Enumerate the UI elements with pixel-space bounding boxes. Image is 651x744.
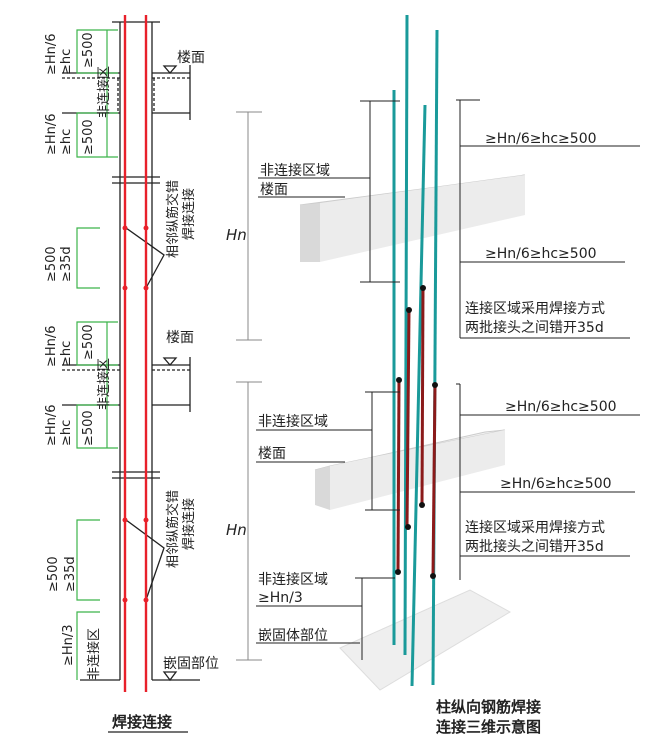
embed-label: 嵌固体部位 <box>258 628 328 644</box>
dim-label: ≥Hn/3 <box>258 590 303 606</box>
dim-label: ≥hc <box>59 420 74 446</box>
dim-label: ≥Hn/6≥hc≥500 <box>500 476 612 492</box>
weld-note: 连接区域采用焊接方式 <box>465 519 605 536</box>
non-connection-zone-label: 非连接区域 <box>260 162 330 179</box>
non-connection-zone-label: 非连接区 <box>96 66 112 118</box>
dim-label: ≥500 <box>81 324 96 360</box>
break-symbol <box>112 176 160 479</box>
left-labels: ≥Hn/6 ≥hc ≥500 非连接区 ≥Hn/6 ≥hc ≥500 楼面 ≥5… <box>44 32 219 731</box>
dim-label: ≥35d <box>59 246 74 282</box>
weld-note: 焊接连接 <box>181 188 197 240</box>
left-title: 焊接连接 <box>112 713 172 731</box>
non-connection-zone-label: 非连接区 <box>86 628 102 680</box>
weld-note: 相邻纵筋交错 <box>165 490 181 568</box>
floor-label: 楼面 <box>166 330 194 346</box>
hn-label: Hn <box>226 521 247 539</box>
left-elevation <box>62 21 200 733</box>
floor-label: 楼面 <box>258 446 286 462</box>
dim-label: ≥500 <box>81 410 96 446</box>
dim-label: ≥35d <box>63 556 78 592</box>
non-connection-zone-label: 非连接区 <box>96 358 112 410</box>
weld-note: 两批接头之间错开35d <box>465 319 604 336</box>
weld-note: 焊接连接 <box>181 498 197 550</box>
leader-lines <box>256 99 640 660</box>
dim-label: ≥hc <box>59 341 74 367</box>
dim-label: ≥Hn/6 <box>44 113 59 155</box>
right-title: 连接三维示意图 <box>436 718 541 736</box>
dim-label: ≥hc <box>59 49 74 75</box>
dim-label: ≥hc <box>59 129 74 155</box>
rebars-left <box>123 15 148 692</box>
dim-label: ≥Hn/6≥hc≥500 <box>485 246 597 262</box>
dim-label: ≥Hn/6 <box>44 33 59 75</box>
weld-points-left <box>122 225 149 603</box>
dim-label: ≥Hn/6≥hc≥500 <box>505 399 617 415</box>
weld-note: 连接区域采用焊接方式 <box>465 300 605 317</box>
base-plate <box>339 589 512 691</box>
welded-segments <box>396 287 437 577</box>
dim-label: ≥Hn/3 <box>61 624 76 666</box>
rebars-3d <box>392 14 439 687</box>
dim-label: ≥Hn/6 <box>44 325 59 367</box>
embed-label: 嵌固部位 <box>163 656 219 672</box>
weld-note: 两批接头之间错开35d <box>465 538 604 555</box>
hn-dimension <box>236 111 262 661</box>
right-labels: 非连接区域 楼面 ≥Hn/6≥hc≥500 ≥Hn/6≥hc≥500 连接区域采… <box>258 131 617 736</box>
dim-label: ≥500 <box>81 32 96 68</box>
weld-points-3d <box>395 285 438 579</box>
floor-label: 楼面 <box>177 50 205 66</box>
weld-note: 相邻纵筋交错 <box>165 180 181 258</box>
dim-label: ≥500 <box>81 119 96 155</box>
non-connection-zone-label: 非连接区域 <box>258 571 328 588</box>
dimension-lines-left <box>76 29 118 680</box>
floor-label: 楼面 <box>260 182 288 198</box>
right-title: 柱纵向钢筋焊接 <box>436 698 541 716</box>
dim-label: ≥Hn/6 <box>44 404 59 446</box>
dim-label: ≥500 <box>46 556 61 592</box>
non-connection-zone-label: 非连接区域 <box>258 413 328 430</box>
dim-label: ≥500 <box>44 246 59 282</box>
floor-slab-lower <box>314 429 506 510</box>
dim-label: ≥Hn/6≥hc≥500 <box>485 131 597 147</box>
hn-label: Hn <box>226 226 247 244</box>
